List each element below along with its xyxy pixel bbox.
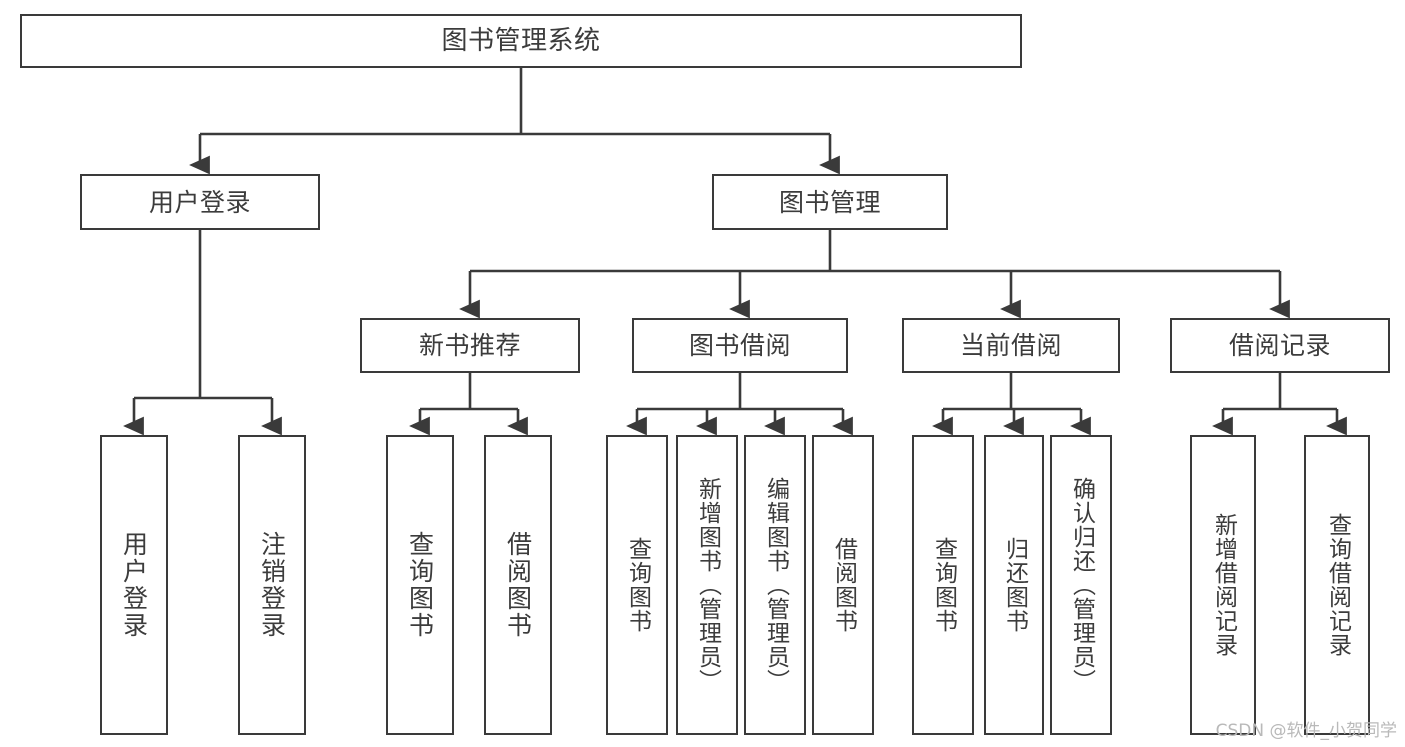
node-label: 用户登录 xyxy=(148,187,251,217)
node-leaf-user-login[interactable]: 用户登录 xyxy=(100,435,168,735)
node-new-book-recommend[interactable]: 新书推荐 xyxy=(360,318,580,373)
node-leaf-query-book-1[interactable]: 查询图书 xyxy=(386,435,454,735)
node-label: 图书管理 xyxy=(778,187,881,217)
node-leaf-borrow-book-1[interactable]: 借阅图书 xyxy=(484,435,552,735)
node-current-borrow[interactable]: 当前借阅 xyxy=(902,318,1120,373)
node-leaf-query-book-3[interactable]: 查询图书 xyxy=(912,435,974,735)
node-leaf-logout[interactable]: 注销登录 xyxy=(238,435,306,735)
node-label: 编辑图书（管理员） xyxy=(762,477,789,693)
node-leaf-add-record[interactable]: 新增借阅记录 xyxy=(1190,435,1256,735)
node-leaf-add-book[interactable]: 新增图书（管理员） xyxy=(676,435,738,735)
node-label: 图书管理系统 xyxy=(441,25,601,56)
node-leaf-return-book[interactable]: 归还图书 xyxy=(984,435,1044,735)
node-leaf-query-book-2[interactable]: 查询图书 xyxy=(606,435,668,735)
node-label: 新增借阅记录 xyxy=(1210,513,1237,657)
node-leaf-query-record[interactable]: 查询借阅记录 xyxy=(1304,435,1370,735)
node-label: 归还图书 xyxy=(1001,537,1028,633)
node-leaf-confirm-return[interactable]: 确认归还（管理员） xyxy=(1050,435,1112,735)
node-label: 确认归还（管理员） xyxy=(1068,477,1095,693)
node-label: 当前借阅 xyxy=(959,331,1062,360)
node-label: 借阅图书 xyxy=(503,531,533,639)
node-label: 新增图书（管理员） xyxy=(694,477,721,693)
node-label: 新书推荐 xyxy=(418,331,521,360)
node-leaf-edit-book[interactable]: 编辑图书（管理员） xyxy=(744,435,806,735)
node-label: 注销登录 xyxy=(257,531,287,639)
node-label: 查询借阅记录 xyxy=(1324,513,1351,657)
node-label: 借阅图书 xyxy=(830,537,857,633)
node-label: 用户登录 xyxy=(119,531,149,639)
watermark-text: CSDN @软件_小贺同学 xyxy=(1215,721,1397,741)
node-borrow-record[interactable]: 借阅记录 xyxy=(1170,318,1390,373)
node-label: 图书借阅 xyxy=(688,331,791,360)
node-root-system[interactable]: 图书管理系统 xyxy=(20,14,1022,68)
node-book-borrow[interactable]: 图书借阅 xyxy=(632,318,848,373)
node-user-login[interactable]: 用户登录 xyxy=(80,174,320,230)
node-label: 借阅记录 xyxy=(1228,331,1331,360)
node-book-management[interactable]: 图书管理 xyxy=(712,174,948,230)
node-label: 查询图书 xyxy=(930,537,957,633)
node-label: 查询图书 xyxy=(405,531,435,639)
node-leaf-borrow-book-2[interactable]: 借阅图书 xyxy=(812,435,874,735)
node-label: 查询图书 xyxy=(624,537,651,633)
